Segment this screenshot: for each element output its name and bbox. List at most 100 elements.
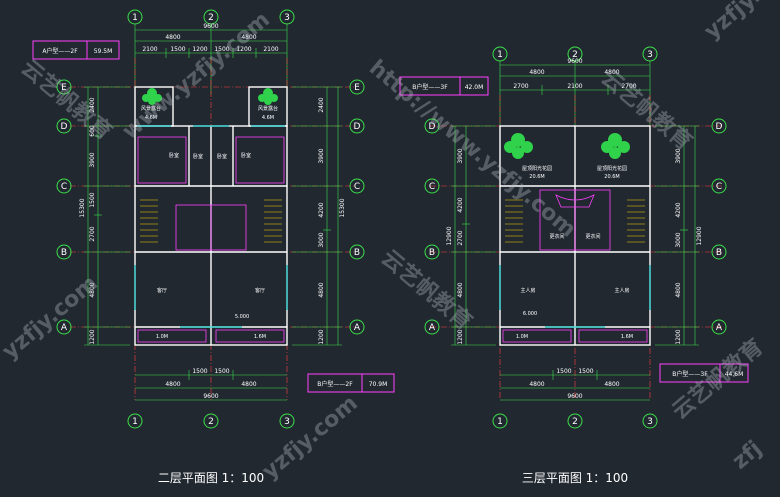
r-rdim-total: 12900: [696, 226, 703, 245]
watermark-layer: yzfjy.com http://www.yzfjy.com 云艺帆教育 云艺帆…: [0, 0, 780, 485]
room-area-2: 4.6M: [262, 115, 274, 121]
left-bdim-total: 9600: [203, 393, 218, 400]
left-bottom-dimensions: [135, 370, 287, 401]
left-dim-half-1: 4800: [165, 34, 180, 41]
left-vdim-2: 600: [89, 125, 96, 137]
row-label-c-right: C: [354, 182, 360, 192]
r-room-area-2: 20.6M: [604, 174, 619, 180]
tag-a-area: 59.5M: [94, 48, 113, 55]
r-elevation-mark: 6.000: [523, 311, 537, 317]
watermark-text: zfj: [728, 436, 767, 474]
left-rdim-6: 1200: [318, 329, 325, 344]
right-row-bubbles-left: D C B A: [424, 118, 440, 335]
right-plan-title: 三层平面图 1：100: [522, 471, 628, 485]
left-vdim-5: 2700: [89, 226, 96, 241]
left-vdim-1: 2400: [89, 97, 96, 112]
left-windows: [134, 125, 288, 328]
left-tag-b: B户型——2F 70.9M: [307, 373, 395, 393]
axis-label-2-bottom: 2: [208, 417, 214, 427]
left-rdim-5: 4800: [318, 282, 325, 297]
left-bottom-axis-bubbles: 1 2 3: [127, 413, 295, 429]
r-dim-part-2: 2100: [567, 83, 582, 90]
left-side-dimensions: [84, 86, 130, 346]
right-right-side-dimensions: [655, 125, 699, 346]
row-label-b-right: B: [354, 248, 360, 258]
tag-b-label: B户型——2F: [317, 380, 353, 388]
r-room-roof-garden-1: 屋顶阳光花园: [522, 165, 552, 172]
right-plan: 1 2 3 9600 4800 4800 2700 2100 2700: [399, 46, 749, 485]
r-tag-b-label: B户型——3F: [672, 370, 708, 378]
left-bdim-part-2: 1500: [214, 368, 229, 375]
left-dim-part-5: 1200: [236, 46, 251, 53]
r-bdim-total: 9600: [567, 393, 582, 400]
right-bottom-dimensions: [500, 370, 650, 401]
r-room-area-3: 1.0M: [516, 334, 528, 340]
row-label-a-right: A: [354, 323, 361, 333]
r-axis-label-1-bottom: 1: [497, 417, 503, 427]
r-row-label-c: C: [429, 182, 435, 192]
r-dim-half-2: 4800: [604, 69, 619, 76]
axis-label-3-bottom: 3: [284, 417, 290, 427]
left-plan-title: 二层平面图 1：100: [158, 471, 264, 485]
row-label-a: A: [61, 323, 68, 333]
left-tree-icon-2: [258, 88, 278, 105]
left-dim-half-2: 4800: [241, 34, 256, 41]
r-row-label-a-right: A: [716, 323, 723, 333]
row-label-c: C: [61, 182, 67, 192]
r-room-master-2: 主人房: [614, 287, 629, 294]
room-area-1: 4.6M: [145, 115, 157, 121]
axis-label-2: 2: [208, 13, 214, 23]
r-axis-label-3: 3: [647, 50, 653, 60]
room-label-bedroom-2: 卧室: [241, 152, 251, 159]
row-label-d: D: [61, 122, 68, 132]
r-room-master-1: 主人房: [520, 287, 535, 294]
r-tag-b-area: 44.6M: [725, 371, 744, 378]
r-rdim-1: 3900: [675, 148, 682, 163]
r-tag-a-label: B户型——3F: [412, 83, 448, 91]
right-partitions: [502, 189, 648, 343]
room-label-terrace-2: 风景露台: [258, 105, 278, 112]
r-dim-part-3: 2700: [621, 83, 636, 90]
r-dim-half-1: 4800: [529, 69, 544, 76]
right-left-side-dimensions: [451, 125, 496, 346]
r-room-closet-1: 更衣间: [549, 233, 564, 240]
row-label-e: E: [61, 83, 67, 93]
right-row-bubbles-right: D C B A: [711, 118, 727, 335]
left-dim-part-4: 1500: [214, 46, 229, 53]
r-tag-a-area: 42.0M: [465, 84, 484, 91]
axis-label-3: 3: [284, 13, 290, 23]
r-bdim-part-1: 1500: [556, 368, 571, 375]
watermark-text: yzfjy.com: [0, 271, 103, 365]
r-ldim-1: 3900: [457, 148, 464, 163]
left-dim-total-top: 9600: [203, 23, 218, 30]
right-windows: [499, 265, 651, 328]
r-row-label-d: D: [429, 122, 436, 132]
r-ldim-2: 4200: [457, 197, 464, 212]
room-area-3: 1.0M: [156, 334, 168, 340]
left-rdim-2: 3900: [318, 148, 325, 163]
room-label-terrace-1: 风景露台: [141, 105, 161, 112]
right-tag-b: B户型——3F 44.6M: [659, 363, 749, 383]
r-axis-label-2: 2: [572, 50, 578, 60]
room-label-bedroom-4: 卧室: [217, 153, 227, 160]
room-label-bedroom-3: 卧室: [193, 153, 203, 160]
left-row-bubbles-left: E D C B A: [56, 79, 72, 335]
r-bdim-part-2: 1500: [578, 368, 593, 375]
left-vdim-6: 4800: [89, 282, 96, 297]
r-ldim-4: 4800: [457, 282, 464, 297]
r-row-label-a: A: [429, 323, 436, 333]
r-row-label-b: B: [429, 248, 435, 258]
axis-label-1-bottom: 1: [132, 417, 138, 427]
room-label-living-2: 客厅: [255, 287, 265, 294]
left-stairs: [140, 199, 282, 243]
left-vdim-3: 3900: [89, 152, 96, 167]
right-tree-icon-2: [601, 133, 630, 159]
right-bottom-axis-bubbles: 1 2 3: [492, 413, 658, 429]
r-row-label-c-right: C: [716, 182, 722, 192]
r-ldim-3: 2700: [457, 230, 464, 245]
left-bdim-half-2: 4800: [241, 381, 256, 388]
r-axis-label-1: 1: [497, 50, 503, 60]
left-rdim-total: 15300: [339, 198, 346, 217]
left-dim-part-3: 1200: [192, 46, 207, 53]
